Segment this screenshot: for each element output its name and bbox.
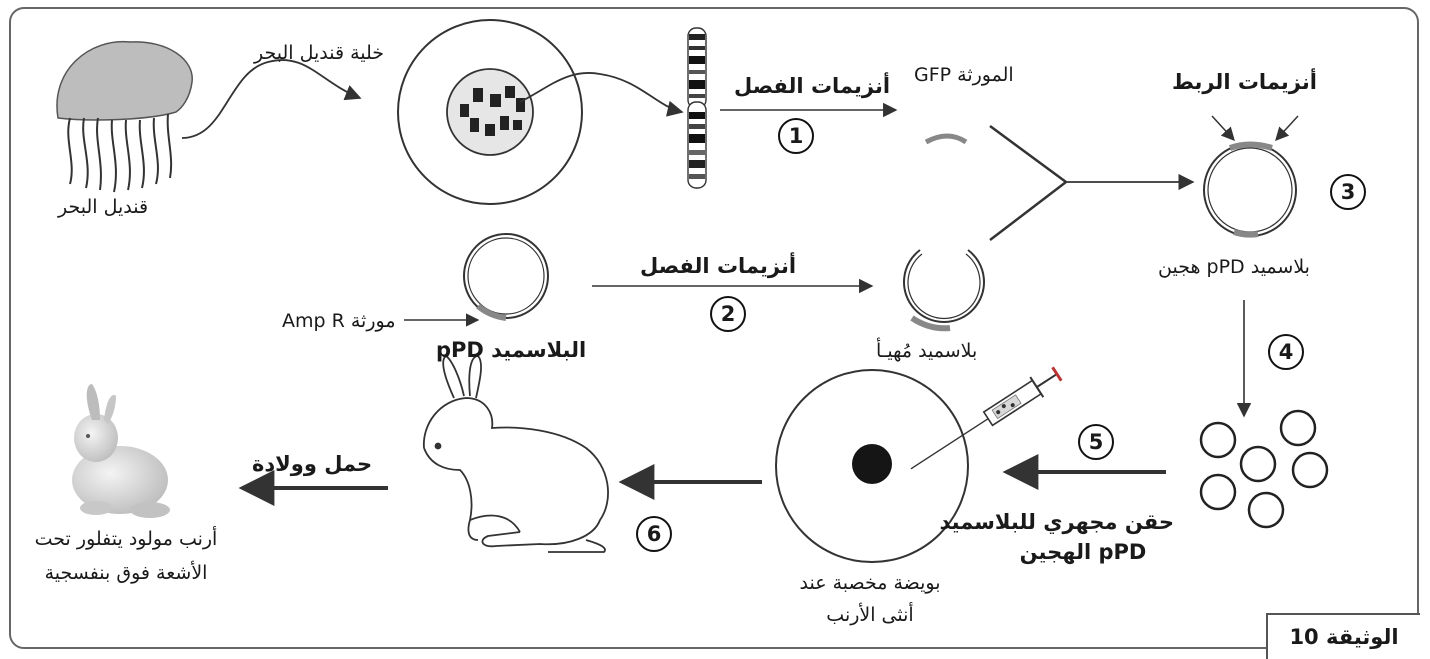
step-number-6: 6 xyxy=(636,516,672,552)
jellyfish-label: قنديل البحر xyxy=(58,196,148,219)
restriction-enzymes-label-2: أنزيمات الفصل xyxy=(640,254,796,279)
jellyfish-cell-label: خلية قنديل البحر xyxy=(254,42,384,65)
merge-line-bottom xyxy=(990,182,1066,240)
arrow-jellyfish-to-cell xyxy=(182,60,360,138)
fertilized-egg-label-line1: بويضة مخصبة عند xyxy=(770,572,970,595)
newborn-rabbit-label-line1: أرنب مولود يتفلور تحت xyxy=(14,528,238,551)
plasmid-ppd-label: البلاسميد pPD xyxy=(436,338,586,363)
step-number-3: 3 xyxy=(1330,174,1366,210)
gfp-gene-label: المورثة GFP xyxy=(914,64,1014,87)
step-number-2: 2 xyxy=(710,296,746,332)
microinjection-label-line2: pPD الهجين xyxy=(1018,540,1148,565)
amp-gene-label: مورثة Amp R xyxy=(282,310,396,333)
microinjection-label-line1: حقن مجهري للبلاسميد xyxy=(964,510,1174,535)
restriction-enzymes-label-1: أنزيمات الفصل xyxy=(734,74,890,99)
step-number-4: 4 xyxy=(1268,334,1304,370)
ligation-enzymes-label: أنزيمات الربط xyxy=(1172,70,1317,95)
jellyfish-cell-icon xyxy=(398,20,582,204)
hybrid-plasmid-icon xyxy=(1204,144,1296,236)
chromosome-icon xyxy=(688,28,706,188)
fertilized-egg-label-line2: أنثى الأرنب xyxy=(770,604,970,627)
gfp-gene-fragment xyxy=(926,136,966,142)
newborn-rabbit-label-line2: الأشعة فوق بنفسجية xyxy=(14,562,238,585)
pregnancy-birth-label: حمل وولادة xyxy=(252,452,372,477)
step-number-1: 1 xyxy=(778,118,814,154)
cell-cluster-icon xyxy=(1201,411,1327,527)
hybrid-plasmid-label: بلاسميد pPD هجين xyxy=(1158,256,1310,279)
prepared-plasmid-icon xyxy=(904,250,984,328)
rabbit-outline-icon xyxy=(424,356,608,552)
ligase-arrow-left xyxy=(1212,116,1234,140)
plasmid-ppd-icon xyxy=(464,234,548,318)
prepared-plasmid-label: بلاسميد مُهيـأ xyxy=(876,340,977,363)
fluorescent-rabbit-icon xyxy=(72,384,170,518)
document-number-label: الوثيقة 10 xyxy=(1266,613,1420,659)
ligase-arrow-right xyxy=(1276,116,1298,140)
outer-frame xyxy=(10,8,1418,648)
jellyfish-icon xyxy=(57,42,192,192)
step-number-5: 5 xyxy=(1078,424,1114,460)
merge-line-top xyxy=(990,126,1066,182)
